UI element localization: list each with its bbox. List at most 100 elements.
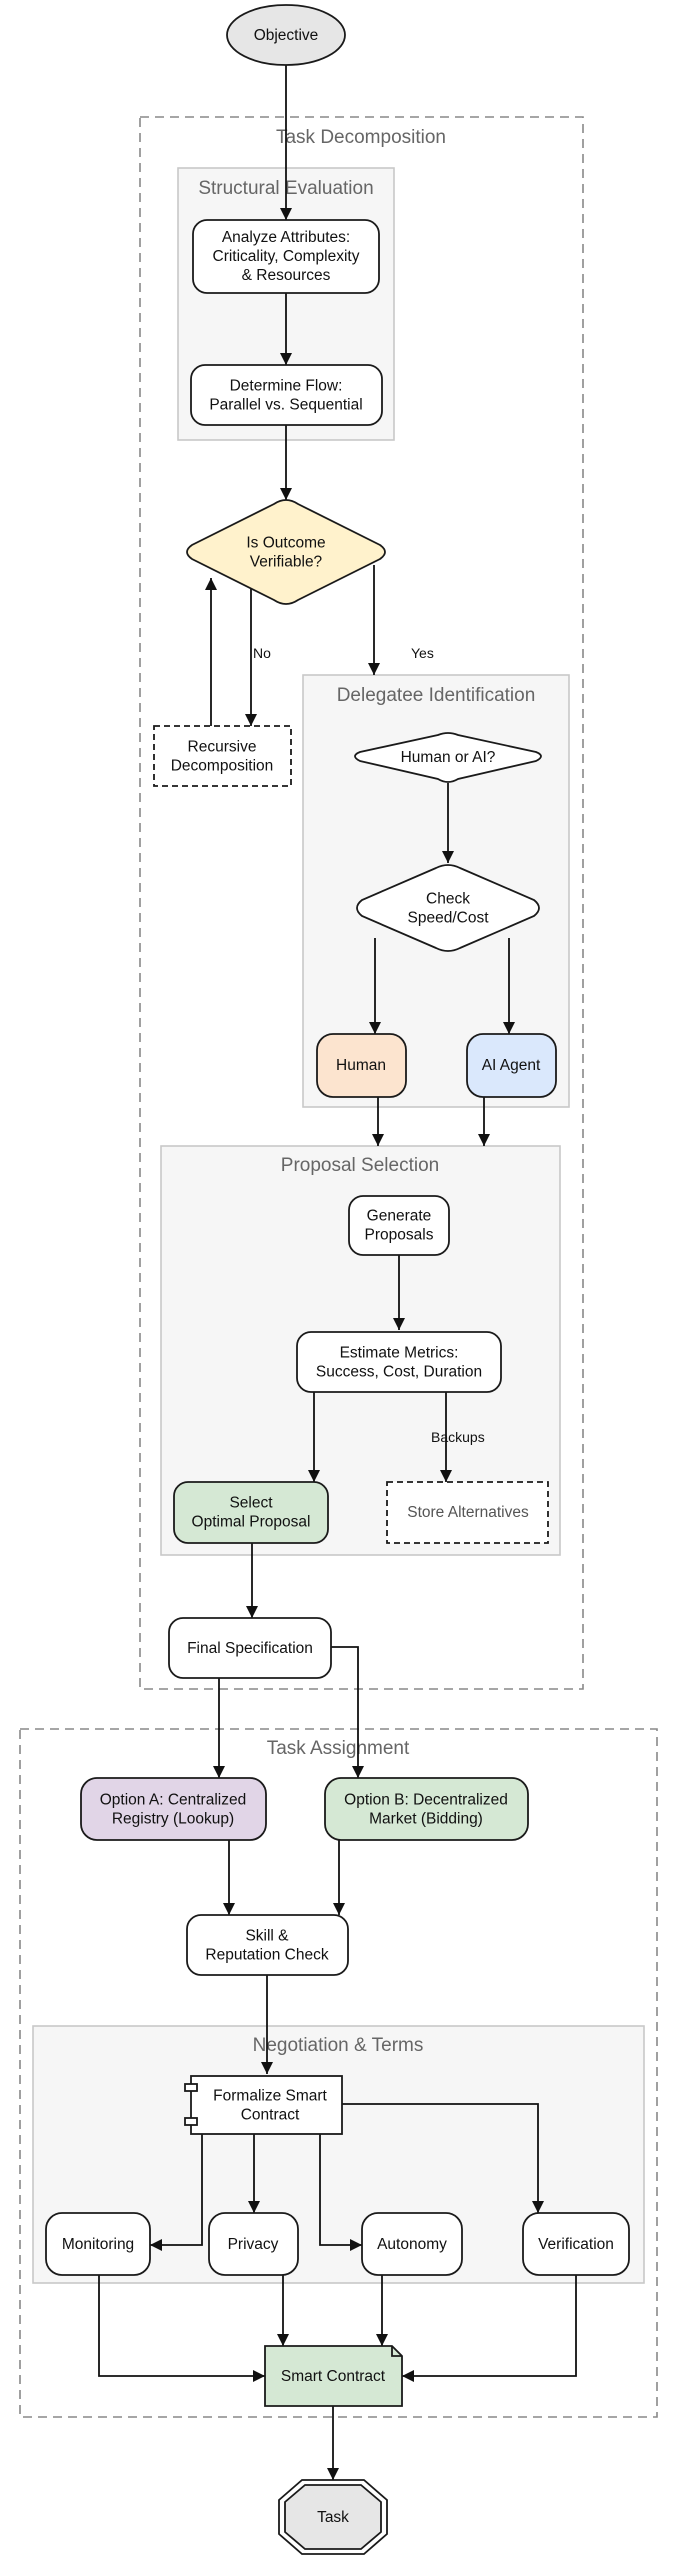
node-label-line: Task — [317, 2509, 349, 2526]
svg-text:Final Specification: Final Specification — [187, 1640, 313, 1657]
edge-monitoring-smartcontract — [98, 2275, 265, 2382]
svg-text:AI Agent: AI Agent — [482, 1057, 541, 1074]
node-label-line: Store Alternatives — [407, 1504, 529, 1521]
svg-text:Human or AI?: Human or AI? — [401, 749, 496, 766]
node-label-line: Market (Bidding) — [369, 1811, 483, 1828]
node-label-line: Select — [229, 1495, 273, 1512]
component-port-bottom — [184, 2117, 198, 2126]
edge-formalize-verification — [342, 2103, 544, 2213]
node-label-line: Human — [336, 1057, 386, 1074]
node-label-line: Decomposition — [171, 758, 274, 775]
node-label-line: Speed/Cost — [408, 910, 490, 927]
node-human: Human — [316, 1033, 407, 1098]
node-skill-reputation-check: Skill &Reputation Check — [186, 1914, 349, 1976]
edge-formalize-autonomy — [319, 2134, 362, 2251]
edge-label-backups: Backups — [431, 1429, 485, 1445]
node-label-line: Autonomy — [377, 2236, 447, 2253]
node-label-line: Generate — [367, 1208, 432, 1225]
node-label-line: Formalize Smart — [213, 2088, 327, 2105]
node-label-line: Monitoring — [62, 2236, 134, 2253]
svg-text:Estimate Metrics:Success, Cost: Estimate Metrics: Success, Cost, Duration — [316, 1345, 482, 1381]
cluster-label-delegatee-identification: Delegatee Identification — [337, 685, 536, 706]
svg-text:Store Alternatives: Store Alternatives — [407, 1504, 529, 1521]
svg-text:Objective: Objective — [254, 27, 319, 44]
cluster-task-assignment: Task Assignment — [19, 1728, 658, 2418]
edges — [98, 65, 577, 2480]
component-port-top — [184, 2083, 198, 2092]
node-label-line: Success, Cost, Duration — [316, 1364, 482, 1381]
cluster-label-task-assignment: Task Assignment — [267, 1738, 410, 1759]
node-label-line: Smart Contract — [281, 2368, 386, 2385]
node-label-line: & Resources — [242, 267, 331, 284]
node-label-line: Criticality, Complexity — [213, 248, 360, 265]
node-objective: Objective — [226, 4, 346, 66]
node-label-line: Proposals — [365, 1227, 434, 1244]
node-label-line: Human or AI? — [401, 749, 496, 766]
node-label-line: Estimate Metrics: — [340, 1345, 459, 1362]
svg-text:Human: Human — [336, 1057, 386, 1074]
svg-text:Analyze Attributes:Criticality: Analyze Attributes: Criticality, Complexi… — [213, 229, 360, 284]
node-privacy: Privacy — [208, 2212, 299, 2276]
node-smart-contract: Smart Contract — [264, 2345, 403, 2407]
svg-text:Task: Task — [317, 2509, 349, 2526]
node-final-specification: Final Specification — [168, 1617, 332, 1679]
edge-final-optionb — [331, 1646, 364, 1778]
node-label-line: Verification — [538, 2236, 614, 2253]
node-verification: Verification — [522, 2212, 630, 2276]
node-label-line: Recursive — [188, 739, 257, 756]
node-determine-flow: Determine Flow: Parallel vs. Sequential — [190, 364, 383, 426]
node-task: Task — [278, 2479, 388, 2555]
svg-text:Monitoring: Monitoring — [62, 2236, 134, 2253]
node-label-line: AI Agent — [482, 1057, 541, 1074]
cluster-task-decomposition: Task Decomposition — [139, 116, 584, 1690]
node-label-line: Objective — [254, 27, 319, 44]
cluster-label-task-decomposition: Task Decomposition — [276, 127, 446, 148]
cluster-label-negotiation-terms: Negotiation & Terms — [253, 2035, 424, 2056]
node-human-or-ai: Human or AI? — [354, 732, 542, 783]
node-label-line: Option B: Decentralized — [344, 1792, 508, 1809]
node-label-line: Contract — [241, 2107, 300, 2124]
node-label-line: Determine Flow: — [230, 378, 343, 395]
svg-text:Determine Flow:Parallel vs. Se: Determine Flow: Parallel vs. Sequential — [209, 378, 362, 414]
edge-label-yes: Yes — [411, 645, 434, 661]
svg-text:Verification: Verification — [538, 2236, 614, 2253]
node-label-line: Analyze Attributes: — [222, 229, 350, 246]
node-label-line: Optimal Proposal — [192, 1514, 311, 1531]
node-ai-agent: AI Agent — [466, 1033, 557, 1098]
svg-text:Skill &Reputation Check: Skill &Reputation Check — [205, 1928, 328, 1964]
node-label-line: Privacy — [228, 2236, 279, 2253]
node-label-line: Reputation Check — [205, 1947, 328, 1964]
node-label-line: Final Specification — [187, 1640, 313, 1657]
node-label-line: Option A: Centralized — [100, 1792, 246, 1809]
node-monitoring: Monitoring — [45, 2212, 151, 2276]
node-autonomy: Autonomy — [361, 2212, 463, 2276]
node-estimate-metrics: Estimate Metrics: Success, Cost, Duration — [296, 1331, 502, 1393]
node-label-line: Check — [426, 891, 470, 908]
node-label-line: Parallel vs. Sequential — [209, 397, 362, 414]
cluster-label-proposal-selection: Proposal Selection — [281, 1155, 439, 1176]
svg-text:Autonomy: Autonomy — [377, 2236, 447, 2253]
node-label-line: Is Outcome — [246, 535, 325, 552]
svg-text:Privacy: Privacy — [228, 2236, 279, 2253]
node-label-line: Verifiable? — [250, 554, 323, 571]
edge-label-no: No — [253, 645, 271, 661]
edge-formalize-monitoring — [150, 2134, 203, 2251]
node-analyze-attributes: Analyze Attributes: Criticality, Complexi… — [192, 219, 380, 294]
edge-verification-smartcontract — [402, 2275, 577, 2382]
